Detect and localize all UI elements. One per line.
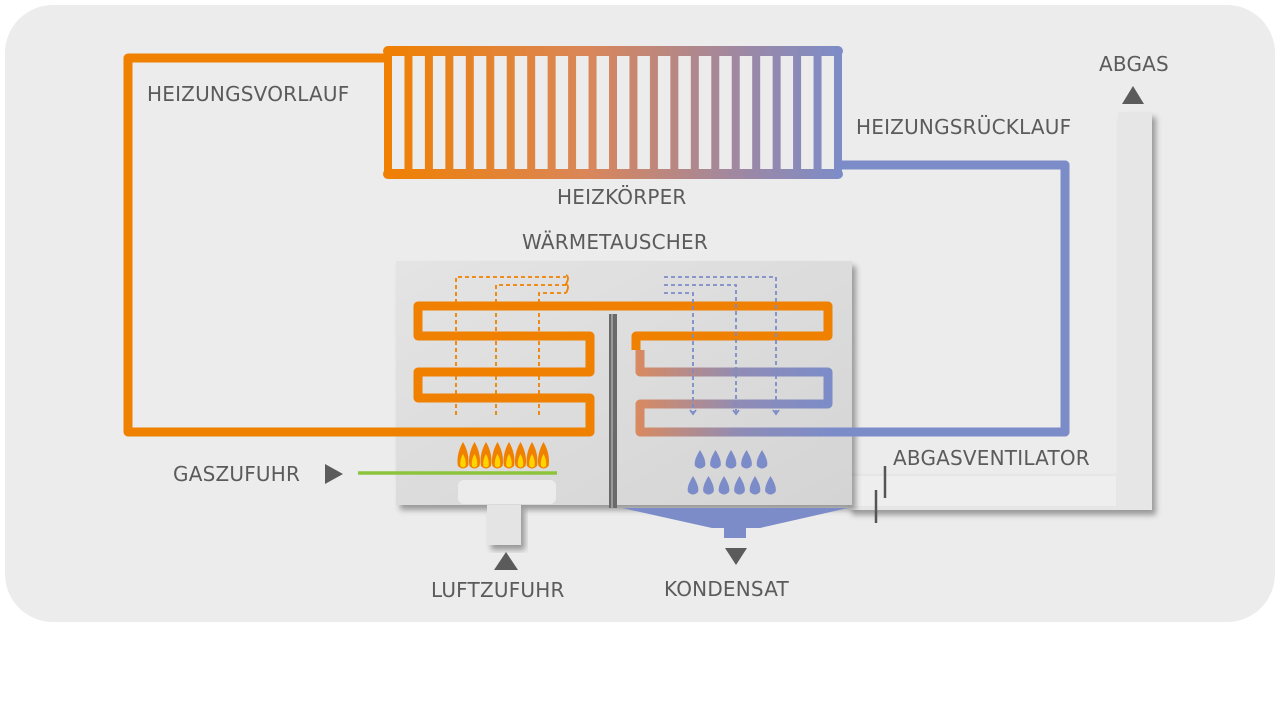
exhaust-duct-inner [852,476,1116,506]
air-intake-arrow [494,552,518,570]
cooled-gas-flow-lines [664,276,777,412]
condensate-drop-icon [749,476,761,495]
label-abgas: ABGAS [1099,52,1169,76]
condensate-drop-icon [756,450,768,469]
condensate-drop-icon [718,476,730,495]
label-luftzufuhr: LUFTZUFUHR [431,578,565,602]
label-abgasventilator: ABGASVENTILATOR [893,446,1090,470]
supply-pipe [123,53,833,437]
flame-icon [515,442,526,469]
gas-supply-arrow [325,464,343,484]
condensate-drops [687,450,776,495]
hot-gas-flow-bracket [564,274,569,294]
condensate-drop-icon [741,450,752,469]
flame-icon [526,442,538,469]
label-waermetauscher: WÄRMETAUSCHER [522,230,708,254]
burner-housing [458,480,556,504]
label-heizkoerper: HEIZKÖRPER [557,185,687,209]
condensate-drop-icon [734,476,745,495]
condensate-drop-icon [765,476,776,495]
burner-flames [457,442,549,469]
cooled-gas-arrowheads [689,409,780,416]
flame-icon [480,442,492,469]
heat-exchanger-housing [396,261,852,505]
flame-icon [503,442,515,469]
condensate-funnel [622,508,848,538]
radiator [383,46,843,179]
condensate-outlet-arrow [725,548,747,565]
label-heizungsruecklauf: HEIZUNGSRÜCKLAUF [856,115,1071,139]
label-gaszufuhr: GASZUFUHR [173,462,300,486]
flame-icon [469,442,480,469]
return-pipe-outer [830,160,1070,437]
flame-icon [492,442,503,469]
condensate-drop-icon [687,476,699,495]
condensate-drop-icon [694,450,706,469]
flame-icon [538,442,549,469]
condensate-drop-icon [710,450,721,469]
hot-gas-flow-lines [455,276,566,415]
air-intake-pipe [487,505,521,545]
condensate-drop-icon [725,450,737,469]
label-kondensat: KONDENSAT [664,577,790,601]
label-heizungsvorlauf: HEIZUNGSVORLAUF [147,82,349,106]
exhaust-outlet-arrow [1122,86,1144,104]
condensate-drop-icon [703,476,714,495]
flame-icon [457,442,469,469]
